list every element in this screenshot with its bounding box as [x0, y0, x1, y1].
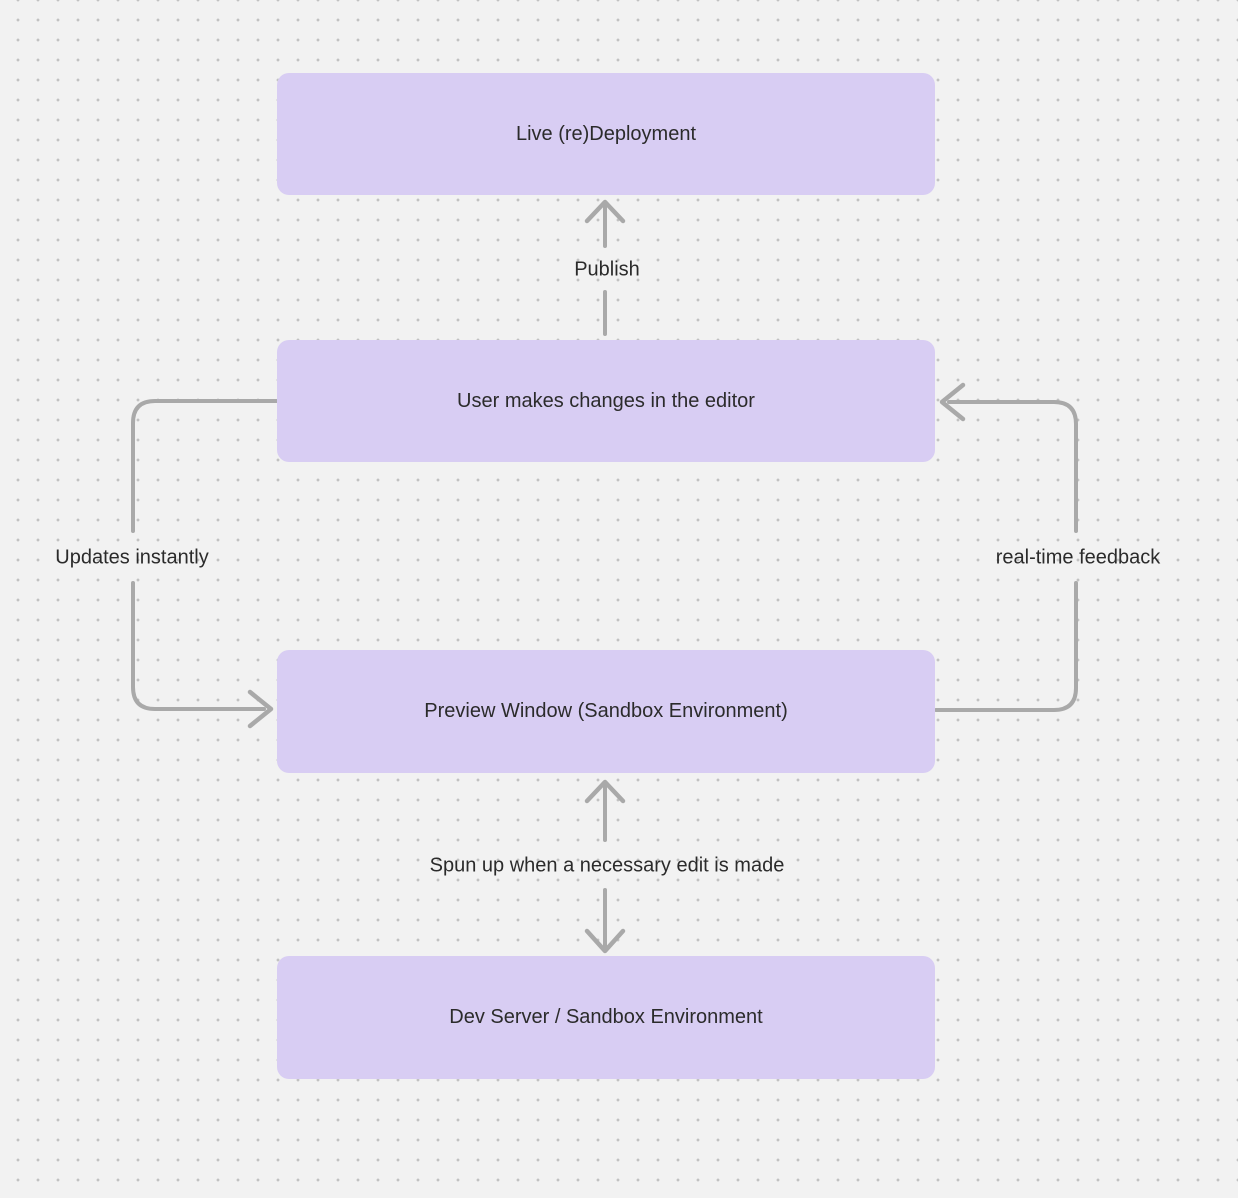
edge-label-updates-instantly: Updates instantly [55, 546, 209, 569]
node-live-redeployment: Live (re)Deployment [277, 73, 935, 195]
node-user-editor: User makes changes in the editor [277, 340, 935, 462]
arrowhead-left-icon [939, 382, 966, 422]
node-label: User makes changes in the editor [457, 389, 755, 412]
arrowhead-up-icon [584, 779, 626, 804]
node-label: Live (re)Deployment [515, 122, 697, 145]
node-dev-server: Dev Server / Sandbox Environment [277, 956, 935, 1079]
edge-label-publish: Publish [574, 258, 640, 281]
arrowhead-right-icon [247, 689, 274, 729]
arrowhead-up-icon [584, 199, 626, 224]
edge-label-real-time-feedback: real-time feedback [995, 546, 1161, 569]
edge-label-spun-up: Spun up when a necessary edit is made [429, 854, 785, 877]
node-label: Dev Server / Sandbox Environment [449, 1006, 763, 1028]
node-preview-window: Preview Window (Sandbox Environment) [277, 650, 935, 773]
node-label: Preview Window (Sandbox Environment) [424, 700, 788, 722]
arrowhead-down-icon [584, 928, 626, 954]
